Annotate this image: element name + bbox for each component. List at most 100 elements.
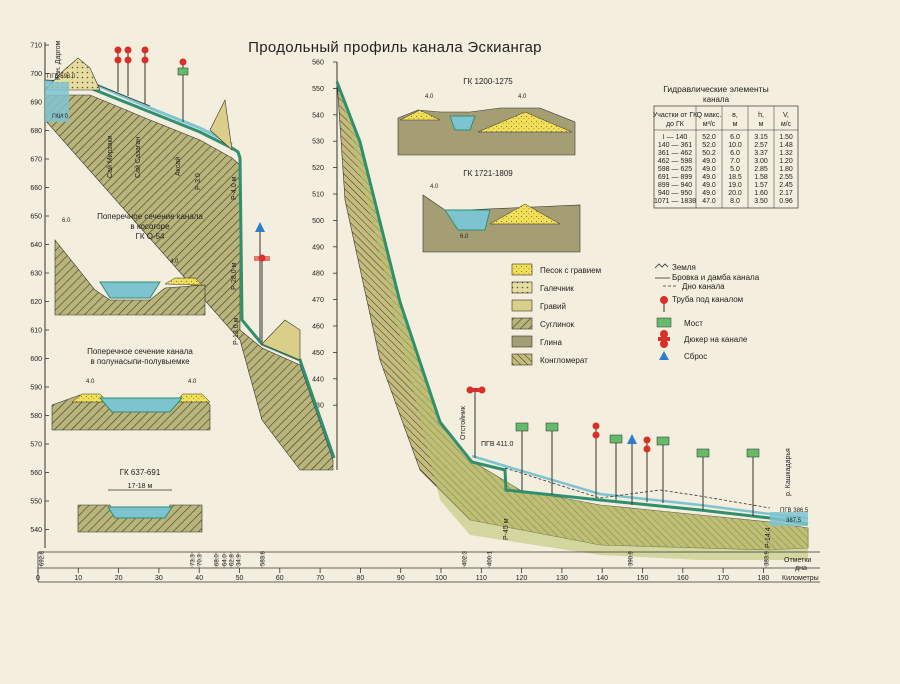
table-cell: 1.80: [779, 166, 793, 173]
duker-symbol: [592, 422, 600, 498]
km-tick-label: 10: [74, 575, 82, 582]
left-place-labels: Кан. Даргом Сай Мирзаки Сай Сазаган Акса…: [47, 40, 182, 178]
table-cell: 940 — 950: [658, 190, 692, 197]
km-tick-label: 110: [476, 575, 487, 582]
dim-label: 6.0: [460, 234, 469, 240]
axis-tick-label: 460: [312, 324, 324, 331]
duker-symbol: [114, 46, 122, 92]
dim-label: 4.0: [518, 94, 527, 100]
bottom-mark-label: 383.9: [765, 550, 771, 566]
bottom-mark-label: 68.0: [215, 554, 221, 566]
legend-symbols: Труба под каналом Мост Дюкер на канале С…: [656, 295, 748, 361]
cross-section-1721-1809: ГК 1721-1809 4.0 6.0: [422, 169, 581, 253]
km-tick-label: 160: [677, 575, 689, 582]
upstream-profile: [44, 57, 336, 471]
dim-label: 4.0: [188, 379, 197, 385]
axis-tick-label: 660: [30, 185, 42, 192]
hydraulic-table: Гидравлические элементы канала Участки о…: [653, 84, 799, 209]
axis-tick-label: 630: [30, 271, 42, 278]
table-cell: 1.58: [754, 174, 768, 181]
downstream-profile: [335, 79, 809, 560]
legend-swatch: [511, 317, 533, 330]
table-cell: 2.55: [779, 174, 793, 181]
axis-tick-label: 540: [30, 527, 42, 534]
drop-label: Р-14.4: [765, 527, 772, 548]
table-cell: 3.50: [754, 198, 768, 205]
axis-tick-label: 560: [312, 60, 324, 67]
label-end-mark: 387.5: [786, 518, 802, 524]
km-tick-label: 70: [316, 575, 324, 582]
section-title: ГК О-54: [136, 232, 166, 241]
axis-tick-label: 500: [312, 218, 324, 225]
table-cell: 6.0: [730, 134, 740, 141]
legend-symbol-label: Дюкер на канале: [684, 335, 748, 344]
table-cell: 1.20: [779, 158, 793, 165]
table-header: до ГК: [666, 121, 685, 128]
table-cell: 49.0: [702, 158, 716, 165]
table-title: Гидравлические элементы: [663, 84, 768, 94]
bottom-mark-label: 62.8: [230, 554, 236, 566]
legend-item-label: Конгломерат: [540, 356, 588, 365]
km-tick-label: 40: [195, 575, 203, 582]
axis-tick-label: 520: [312, 165, 324, 172]
km-tick-label: 130: [556, 575, 568, 582]
table-cell: 3.37: [754, 150, 768, 157]
section-title: Поперечное сечение канала: [97, 212, 203, 221]
km-tick-label: 100: [435, 575, 447, 582]
axis-tick-label: 560: [30, 470, 42, 477]
dim-label: 4.0: [170, 259, 179, 265]
label-say-sazagan: Сай Сазаган: [134, 137, 142, 178]
legend-swatch: [511, 335, 533, 348]
duker-symbol: [643, 436, 651, 502]
table-cell: 598 — 625: [658, 166, 692, 173]
legend-swatch: [511, 299, 533, 312]
table-cell: 691 — 899: [658, 174, 692, 181]
marks-label-2: дна: [795, 565, 807, 572]
axis-tick-label: 670: [30, 157, 42, 164]
table-cell: 2.85: [754, 166, 768, 173]
table-subtitle: канала: [703, 95, 730, 104]
table-cell: 1.57: [754, 182, 768, 189]
bridge-symbol: [545, 422, 559, 495]
axis-tick-label: 540: [312, 112, 324, 119]
section-title: ГК 1721-1809: [463, 169, 513, 178]
label-say-mirzaki: Сай Мирзаки: [106, 135, 114, 178]
dim-label: 6.0: [62, 218, 71, 224]
table-cell: 2.17: [779, 190, 793, 197]
cross-section-1200-1275: ГК 1200-1275 4.0 4.0: [397, 77, 576, 156]
section-title: Поперечное сечение канала: [87, 347, 193, 356]
km-tick-label: 170: [717, 575, 729, 582]
km-tick-label: 140: [596, 575, 608, 582]
legend-swatch: [511, 281, 533, 294]
axis-tick-label: 430: [312, 403, 324, 410]
legend-line-label: Земля: [672, 263, 696, 272]
table-header: м: [733, 121, 738, 128]
duker-symbol: [141, 46, 149, 104]
legend-symbol-label: Труба под каналом: [672, 295, 743, 304]
table-cell: 47.0: [702, 198, 716, 205]
table-header: Q макс.: [697, 112, 722, 119]
marks-label: Отметки: [784, 557, 811, 564]
spillway-symbol: [627, 434, 637, 505]
table-cell: 462 — 598: [658, 158, 692, 165]
table-cell: 18.5: [728, 174, 742, 181]
table-cell: 20.0: [728, 190, 742, 197]
legend-symbol-label: Мост: [684, 319, 703, 328]
bridge-symbol: [696, 448, 710, 510]
table-cell: 0.96: [779, 198, 793, 205]
table-cell: 52.0: [702, 142, 716, 149]
bottom-mark-label: 583.8: [261, 550, 267, 566]
legend-item-label: Глина: [540, 338, 562, 347]
table-cell: 1.32: [779, 150, 793, 157]
drop-labels: Р-3.0 Р-4.0 м Р-28.0 м Р-13.0 м Р-45 м Р…: [195, 173, 772, 548]
km-tick-label: 60: [276, 575, 284, 582]
legend: Песок с гравиемГалечникГравийСуглинокГли…: [511, 263, 760, 366]
duker-symbol: [466, 386, 486, 458]
axis-tick-label: 680: [30, 128, 42, 135]
table-header: в,: [732, 112, 738, 119]
table-cell: 140 — 361: [658, 142, 692, 149]
axis-tick-label: 480: [312, 271, 324, 278]
drop-label: Р-4.0 м: [231, 176, 238, 200]
km-tick-label: 150: [637, 575, 649, 582]
